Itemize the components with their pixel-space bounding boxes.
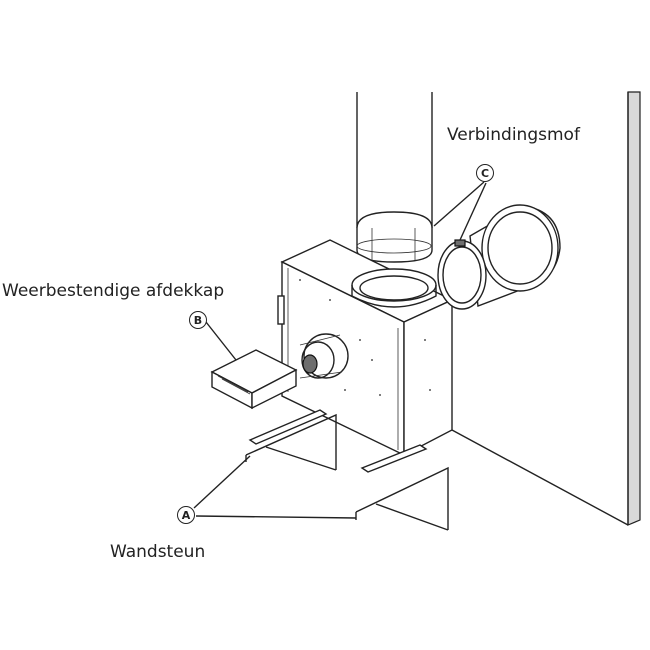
wall-bracket-front bbox=[245, 409, 337, 471]
vertical-duct bbox=[356, 92, 433, 263]
leader-b bbox=[205, 321, 237, 361]
leader-c-1 bbox=[433, 181, 485, 227]
weather-cover bbox=[210, 349, 298, 410]
callout-b: B bbox=[189, 311, 207, 329]
wall-bracket-rear bbox=[355, 444, 449, 531]
callout-a: A bbox=[177, 506, 195, 524]
wandsteun-label: Wandsteun bbox=[110, 542, 206, 562]
leader-a-2 bbox=[195, 515, 357, 519]
connecting-sleeve bbox=[437, 204, 561, 310]
weerbestendige-afdekkap-label: Weerbestendige afdekkap bbox=[2, 281, 225, 301]
wall bbox=[451, 91, 641, 526]
leader-a-1 bbox=[193, 455, 251, 509]
verbindingsmof-label: Verbindingsmof bbox=[447, 125, 580, 145]
motor bbox=[299, 333, 349, 379]
leader-c-2 bbox=[459, 182, 487, 241]
callout-c: C bbox=[476, 164, 494, 182]
